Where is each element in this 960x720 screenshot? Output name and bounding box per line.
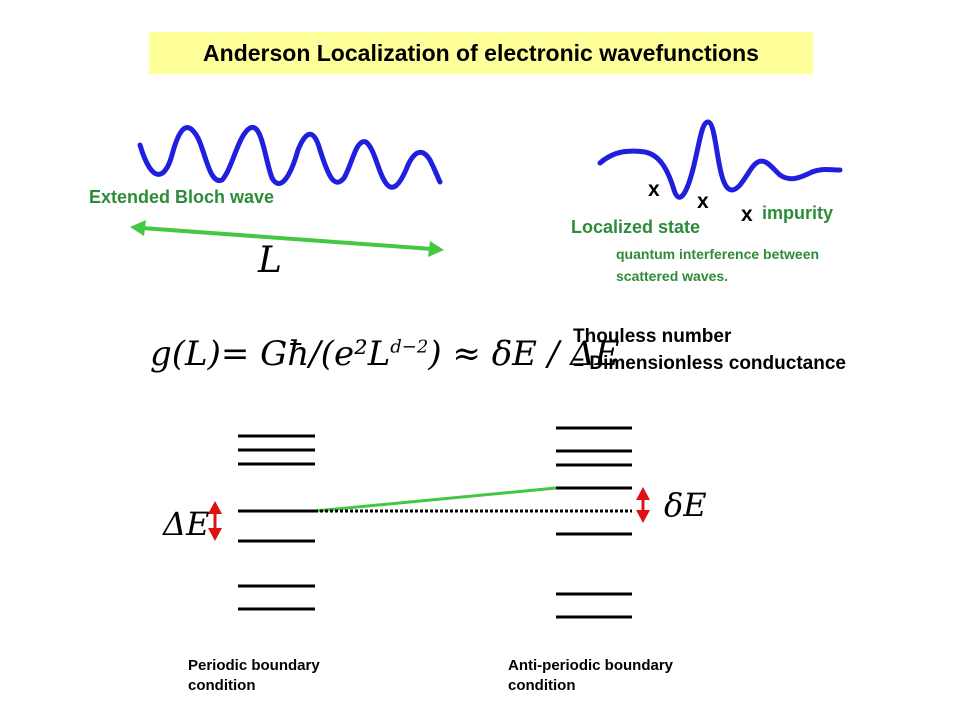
length-symbol: L [258,240,282,281]
interference-note-line2: scattered waves. [616,268,729,284]
impurity-mark-1: x [648,178,660,201]
page-title: Anderson Localization of electronic wave… [149,32,813,74]
extended-bloch-wave [137,125,443,190]
thouless-line2: = Dimensionless conductance [573,353,846,374]
periodic-caption-line2: condition [188,677,256,694]
impurity-mark-2: x [697,190,709,213]
level-shift-line [314,486,557,513]
thouless-line1: Thouless number [573,326,732,347]
antiperiodic-levels [556,426,632,619]
periodic-levels [238,434,315,611]
length-double-arrow [130,220,444,257]
localized-wave [597,119,843,200]
formula-rhs: = Għ/(e²L [220,334,391,374]
impurity-mark-3: x [741,203,753,226]
delta-small-label: δE [664,486,707,524]
antiperiodic-caption-line1: Anti-periodic boundary [508,657,673,674]
delta-big-arrow [208,501,222,541]
delta-small-arrow [636,487,650,523]
extended-bloch-label: Extended Bloch wave [89,187,275,207]
localized-state-label: Localized state [571,217,701,237]
delta-big-label: ΔE [163,505,210,543]
interference-note-line1: quantum interference between [616,246,820,262]
periodic-caption-line1: Periodic boundary [188,657,320,674]
formula-lhs: g(L) [150,334,221,374]
antiperiodic-caption-line2: condition [508,677,576,694]
conductance-formula: g(L)= Għ/(e²Ld−2) ≈ δE / ΔE [150,334,619,374]
formula-tail: ) ≈ δE / ΔE [428,334,620,374]
formula-exponent: d−2 [390,336,429,358]
impurity-label: impurity [762,203,834,223]
